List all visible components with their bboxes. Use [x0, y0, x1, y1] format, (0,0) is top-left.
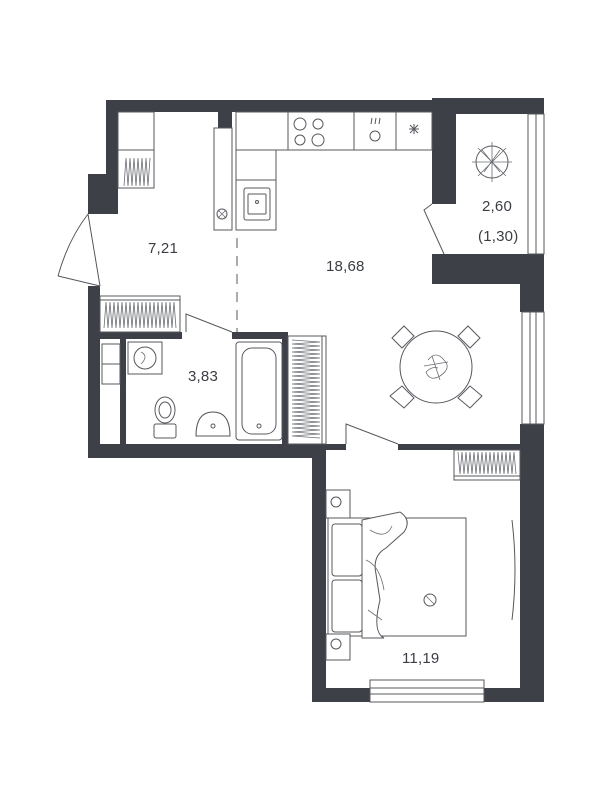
- sink-icon: [243, 187, 271, 221]
- balcony-plant-icon: [472, 142, 512, 182]
- windows: [369, 113, 545, 703]
- bedroom-mirror: [511, 519, 516, 621]
- nightstand-bottom-icon: [325, 633, 351, 661]
- nightstand-top-icon: [325, 489, 351, 519]
- hall-wardrobe-top: [117, 111, 155, 189]
- bathtub-icon: [235, 341, 283, 441]
- walls: [88, 98, 544, 702]
- stove-icon: [293, 117, 325, 147]
- coffee-machine-icon: [369, 117, 381, 142]
- area-balcony-reduced: (1,30): [478, 228, 519, 245]
- dining-chairs: [389, 325, 483, 409]
- bed: [327, 511, 467, 639]
- kitchen-counter: [213, 111, 433, 231]
- microwave-icon: [409, 124, 419, 134]
- area-bathroom: 3,83: [188, 368, 218, 385]
- area-bedroom: 11,19: [402, 650, 440, 667]
- area-kitchen-living: 18,68: [326, 258, 365, 275]
- toilet-icon: [153, 396, 177, 439]
- living-wardrobe: [287, 335, 327, 445]
- hall-wardrobe-bottom: [99, 295, 181, 333]
- washing-machine-icon: [127, 341, 163, 375]
- dining-table: [399, 330, 473, 404]
- bedroom-wardrobe: [453, 449, 521, 481]
- area-hall: 7,21: [148, 240, 178, 257]
- area-balcony: 2,60: [482, 198, 512, 215]
- washbasin-icon: [195, 411, 231, 437]
- kitchen-plant-icon: [216, 208, 228, 220]
- bathroom-cabinet: [101, 343, 121, 385]
- doors: [57, 203, 445, 445]
